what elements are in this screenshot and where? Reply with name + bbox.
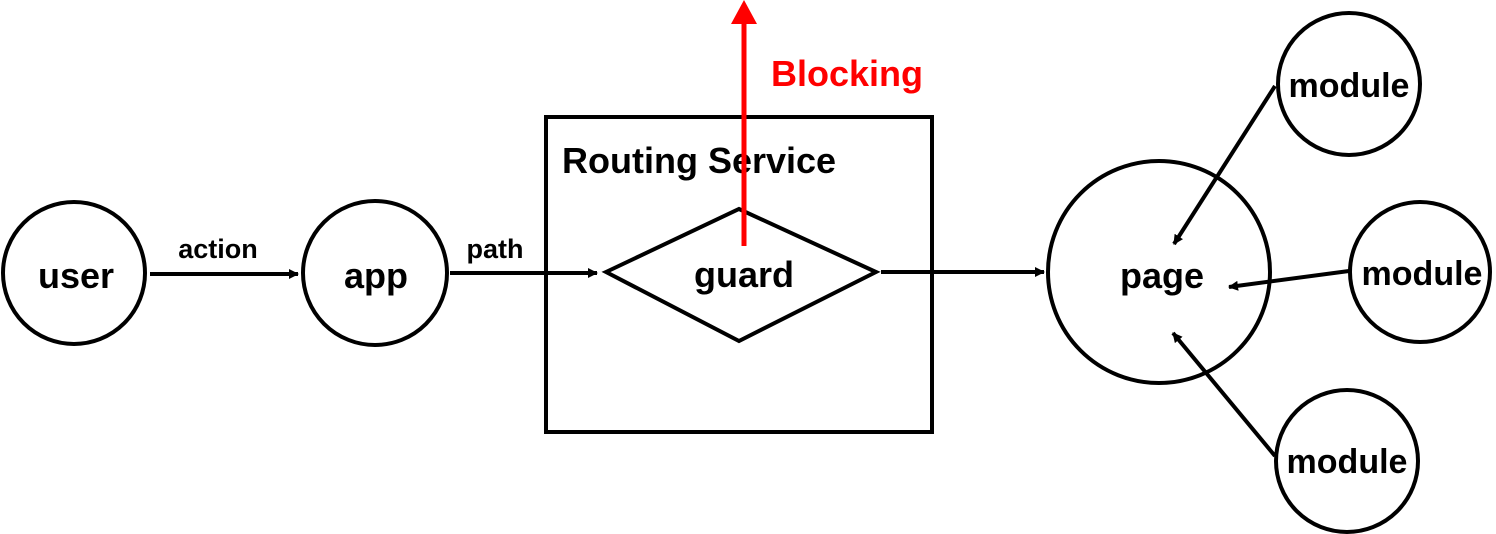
module-label-bottom: module: [1287, 443, 1408, 481]
user-node: [1, 200, 147, 346]
blocking-label: Blocking: [771, 53, 923, 94]
blocking-arrow-head: [731, 0, 757, 24]
edge-label-action: action: [178, 234, 258, 264]
module-node-middle: [1348, 200, 1492, 344]
routing-service-title: Routing Service: [562, 140, 836, 181]
guard-diamond: [601, 206, 881, 344]
edge-label-path: path: [467, 234, 524, 264]
edge-module-middle-to-page: [1228, 269, 1350, 291]
module-label-middle: module: [1362, 255, 1483, 293]
module-node-bottom: [1274, 388, 1420, 534]
guard-label: guard: [694, 254, 794, 295]
module-label-top: module: [1289, 67, 1410, 105]
page-label: page: [1120, 255, 1204, 296]
edge-module-bottom-to-page: [1171, 331, 1277, 458]
user-label: user: [38, 255, 114, 296]
module-node-top: [1276, 11, 1422, 157]
page-node: [1046, 159, 1272, 385]
edge-module-top-to-page: [1172, 84, 1277, 246]
app-node: [301, 199, 449, 347]
app-label: app: [344, 255, 408, 296]
